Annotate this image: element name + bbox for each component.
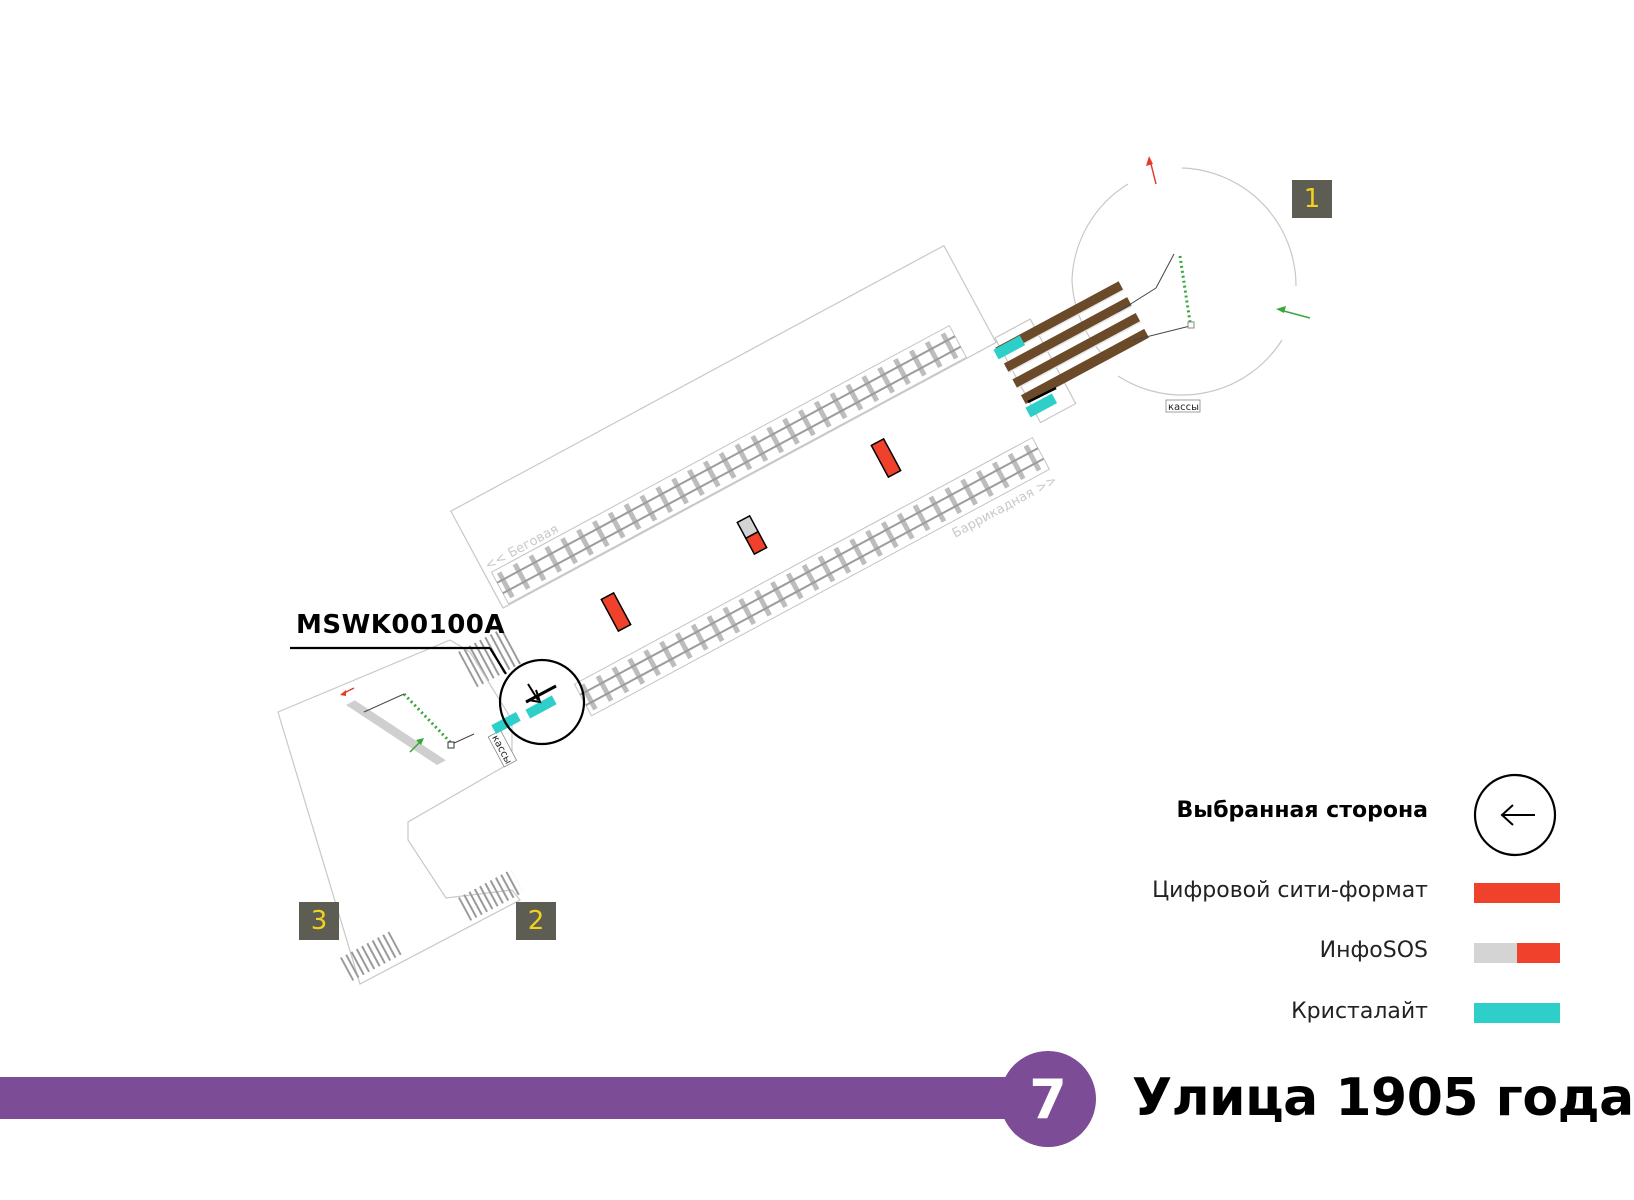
legend-selected-side-icon xyxy=(1473,773,1557,857)
line-number-badge: 7 xyxy=(1000,1051,1096,1147)
station-name: Улица 1905 года xyxy=(1132,1068,1634,1128)
panel-code-label: MSWK00100A xyxy=(296,610,506,640)
crystalight-panel-upper-edge xyxy=(1027,386,1057,404)
selected-side-marker xyxy=(290,646,586,746)
legend-selected-side-label: Выбранная сторона xyxy=(1176,798,1428,823)
stairs-exit-2 xyxy=(458,869,524,921)
crystalight-panel-upper-1 xyxy=(993,335,1026,360)
stairs-platform xyxy=(458,628,521,688)
legend-digital-city-format-swatch xyxy=(1474,883,1560,903)
digital-city-format-panel-2 xyxy=(870,437,902,479)
svg-text:кассы: кассы xyxy=(1168,402,1199,413)
digital-city-format-panel-1 xyxy=(600,591,632,633)
kassy-upper: кассы xyxy=(1165,399,1201,413)
exit-badge-3: 3 xyxy=(299,902,339,940)
legend-infosos-swatch xyxy=(1474,943,1560,963)
infosos-panel xyxy=(736,514,768,556)
exit-badge-2: 2 xyxy=(516,902,556,940)
vestibule-block xyxy=(346,700,446,766)
crystalight-panel-lower-2 xyxy=(525,695,557,719)
entry-arrow-green-upper xyxy=(1276,306,1311,319)
legend-infosos-label: ИнфоSOS xyxy=(1319,938,1428,963)
crystalight-panel-upper-2 xyxy=(1025,393,1058,418)
upper-vestibule xyxy=(1071,167,1297,396)
stairs-exit-3 xyxy=(340,931,402,981)
legend-crystalight-label: Кристалайт xyxy=(1291,999,1428,1024)
track-upper xyxy=(490,324,968,605)
entry-arrow-green-lower xyxy=(409,738,424,753)
track-lower xyxy=(573,436,1051,717)
exit-arrow-red-upper xyxy=(1146,156,1157,185)
turnstiles-upper xyxy=(1117,253,1195,341)
metro-line-bar xyxy=(0,1077,1040,1119)
exit-arrow-red-lower xyxy=(340,687,355,696)
lower-vestibule xyxy=(277,639,521,985)
platform xyxy=(450,244,997,609)
station-scheme: << Беговая Баррикадная >> кассы xyxy=(277,156,1311,985)
legend-digital-city-format-label: Цифровой сити-формат xyxy=(1152,878,1428,903)
legend-crystalight-swatch xyxy=(1474,1003,1560,1023)
crystalight-panel-lower-edge xyxy=(525,684,557,704)
exit-badge-1: 1 xyxy=(1292,180,1332,218)
escalators xyxy=(995,281,1149,405)
turnstiles-lower xyxy=(363,692,475,749)
